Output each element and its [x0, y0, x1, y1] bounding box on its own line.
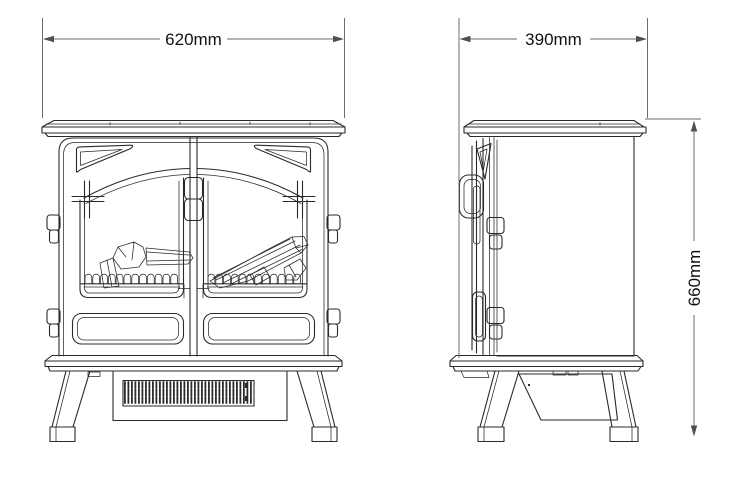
arrowhead-right: [333, 35, 344, 43]
extension-lines: [42, 18, 345, 118]
dimension-height-660: 660mm: [645, 118, 704, 437]
side-top-plate: [463, 119, 647, 138]
front-body: [58, 137, 329, 357]
front-window-right: [196, 167, 316, 299]
front-door-hinges-center: [183, 176, 204, 222]
front-lower-panels: [71, 312, 316, 345]
dimension-depth-390: 390mm: [458, 18, 648, 358]
width-dimension-label: 620mm: [165, 30, 222, 49]
side-legs: [477, 370, 639, 443]
front-legs: [49, 370, 338, 443]
arrowhead-top: [690, 120, 698, 132]
depth-dimension-label: 390mm: [525, 30, 582, 49]
front-window-left: [71, 167, 191, 299]
arrowhead-bottom: [690, 425, 698, 437]
front-log-set: [99, 236, 309, 289]
side-body: [496, 135, 635, 357]
front-fret-fence: [79, 273, 308, 299]
front-heater-outlet: [87, 371, 288, 422]
arrowhead-left: [459, 35, 471, 43]
front-corner-brackets: [75, 144, 312, 173]
front-top-plate: [41, 119, 346, 138]
front-base-plate: [44, 354, 343, 372]
arrowhead-left: [43, 35, 54, 43]
arrowhead-right: [636, 35, 647, 43]
front-side-hinges: [46, 214, 341, 338]
dimension-width-620: 620mm: [42, 18, 345, 118]
side-view: [449, 119, 647, 443]
front-view: [41, 119, 346, 443]
side-door-edge: [471, 137, 495, 356]
extension-lines: [458, 18, 648, 358]
front-door-gap: [189, 136, 198, 357]
side-base-plate: [449, 354, 644, 378]
side-door-hinges: [486, 216, 505, 340]
height-dimension-label: 660mm: [685, 250, 704, 307]
side-heater-panel: [518, 370, 619, 421]
